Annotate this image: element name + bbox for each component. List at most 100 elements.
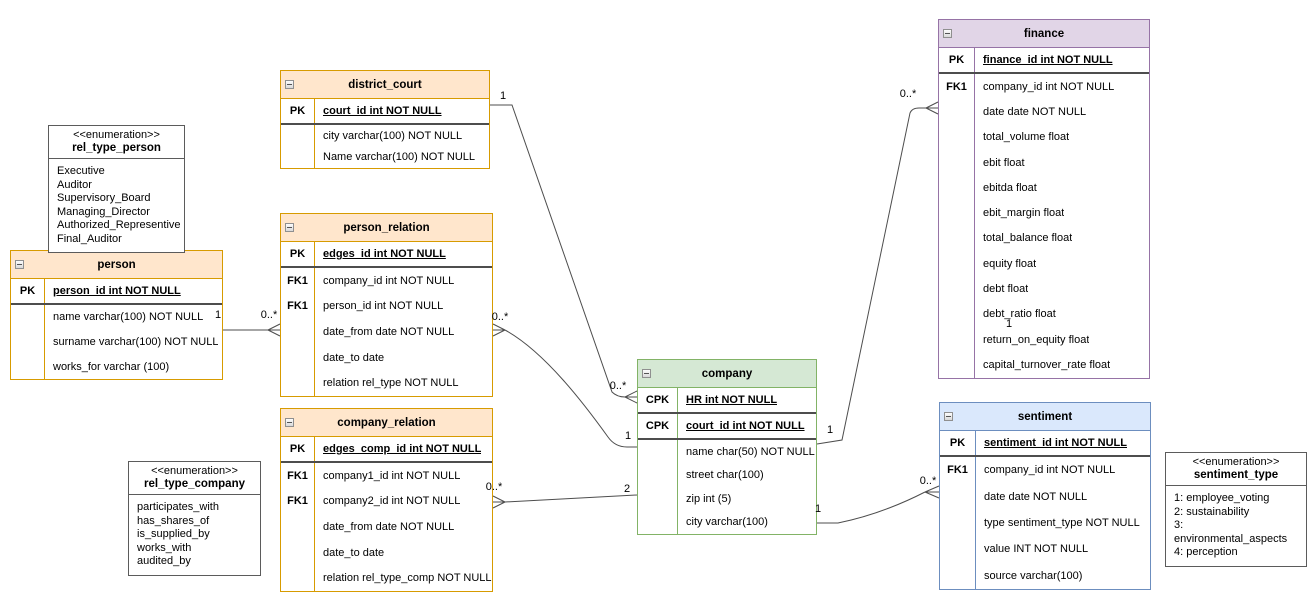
row-attribute-text: source varchar(100) [984, 569, 1083, 582]
row-attribute-text: debt float [983, 283, 1029, 296]
table-row: relation rel_type_comp NOT NULL [281, 565, 492, 591]
row-attribute-text: company1_id int NOT NULL [323, 469, 461, 482]
row-attribute-text: date date NOT NULL [983, 105, 1087, 118]
table-row: FK1 company_id int NOT NULL [281, 268, 492, 294]
row-attribute-text: finance_id int NOT NULL [983, 54, 1113, 66]
row-key-label [939, 225, 975, 252]
table-row: date_to date [281, 344, 492, 371]
row-attribute-text: name char(50) NOT NULL [686, 445, 815, 458]
enum-name: sentiment_type [1193, 469, 1279, 481]
row-attribute-text: edges_id int NOT NULL [323, 248, 446, 260]
cardinality-label: 0..* [491, 311, 509, 323]
row-key-label [940, 536, 976, 563]
table-row: ebit_margin float [939, 200, 1149, 226]
table-row: source varchar(100) [940, 562, 1150, 589]
table-row: relation rel_type NOT NULL [281, 370, 492, 396]
collapse-minus-icon[interactable] [285, 79, 294, 89]
row-attribute-text: company2_id int NOT NULL [323, 495, 461, 508]
table-title: company_relation [281, 409, 492, 437]
table-row: Name varchar(100) NOT NULL [281, 146, 489, 168]
cardinality-label: 1 [814, 503, 822, 515]
edge-company-finance [816, 107, 926, 445]
table-row: total_volume float [939, 124, 1149, 150]
row-key-label: PK [940, 431, 976, 455]
collapse-minus-icon[interactable] [285, 222, 294, 232]
row-key-label [11, 354, 45, 380]
cardinality-label: 0..* [899, 88, 917, 100]
collapse-minus-icon[interactable] [285, 417, 294, 427]
row-key-label: FK1 [281, 268, 315, 294]
row-key-label [939, 301, 975, 327]
table-row: debt float [939, 276, 1149, 302]
collapse-minus-icon[interactable] [15, 259, 24, 269]
cardinality-label: 1 [624, 430, 632, 442]
row-key-label [940, 509, 976, 537]
row-attribute-text: date date NOT NULL [984, 490, 1088, 503]
table-row: name varchar(100) NOT NULL [11, 305, 222, 330]
table-title: person_relation [281, 214, 492, 242]
enum-stereotype: <<enumeration>> [1192, 456, 1280, 468]
row-attribute-text: person_id int NOT NULL [53, 285, 181, 297]
table-row: works_for varchar (100) [11, 354, 222, 380]
table-row: debt_ratio float [939, 301, 1149, 327]
row-attribute-text: date_to date [323, 546, 385, 559]
table-row: date_from date NOT NULL [281, 319, 492, 345]
row-key-label [939, 175, 975, 201]
row-key-label [939, 124, 975, 150]
table-row: total_balance float [939, 225, 1149, 252]
collapse-minus-icon[interactable] [943, 28, 952, 38]
row-attribute-text: company_id int NOT NULL [323, 274, 455, 287]
table-row: ebitda float [939, 175, 1149, 201]
enum-header: <<enumeration>>rel_type_person [49, 126, 184, 159]
table-row: street char(100) [638, 463, 816, 487]
table-title: district_court [281, 71, 489, 99]
enum-stereotype: <<enumeration>> [73, 129, 160, 141]
row-attribute-text: HR int NOT NULL [686, 394, 778, 406]
enum-values: participates_with has_shares_of is_suppl… [137, 501, 219, 567]
row-key-label [939, 352, 975, 378]
table-row: surname varchar(100) NOT NULL [11, 329, 222, 355]
crowfoot-sentiment-left [924, 485, 940, 499]
edge-company-sentiment [817, 491, 926, 524]
edge-person-relation-company [504, 329, 637, 448]
edge-district-court-company [489, 104, 626, 398]
table-row: capital_turnover_rate float [939, 352, 1149, 378]
row-attribute-text: relation rel_type_comp NOT NULL [323, 572, 492, 585]
row-key-label: CPK [638, 414, 678, 438]
table-row: city varchar(100) NOT NULL [281, 125, 489, 147]
row-key-label [281, 539, 315, 566]
row-attribute-text: capital_turnover_rate float [983, 358, 1111, 371]
table-row: return_on_equity float [939, 326, 1149, 353]
row-key-label: PK [939, 48, 975, 72]
collapse-minus-icon[interactable] [642, 368, 651, 378]
row-key-label [939, 276, 975, 302]
row-attribute-text: return_on_equity float [983, 333, 1090, 346]
row-key-label: PK [281, 242, 315, 266]
table-row: type sentiment_type NOT NULL [940, 509, 1150, 537]
row-key-label [939, 200, 975, 226]
row-attribute-text: city varchar(100) NOT NULL [323, 129, 463, 142]
table-title-text: company [701, 367, 753, 380]
table-title-text: sentiment [1017, 410, 1073, 423]
row-attribute-text: date_from date NOT NULL [323, 325, 455, 338]
row-key-label [638, 510, 678, 534]
table-row: value INT NOT NULL [940, 536, 1150, 563]
collapse-minus-icon[interactable] [944, 411, 953, 421]
